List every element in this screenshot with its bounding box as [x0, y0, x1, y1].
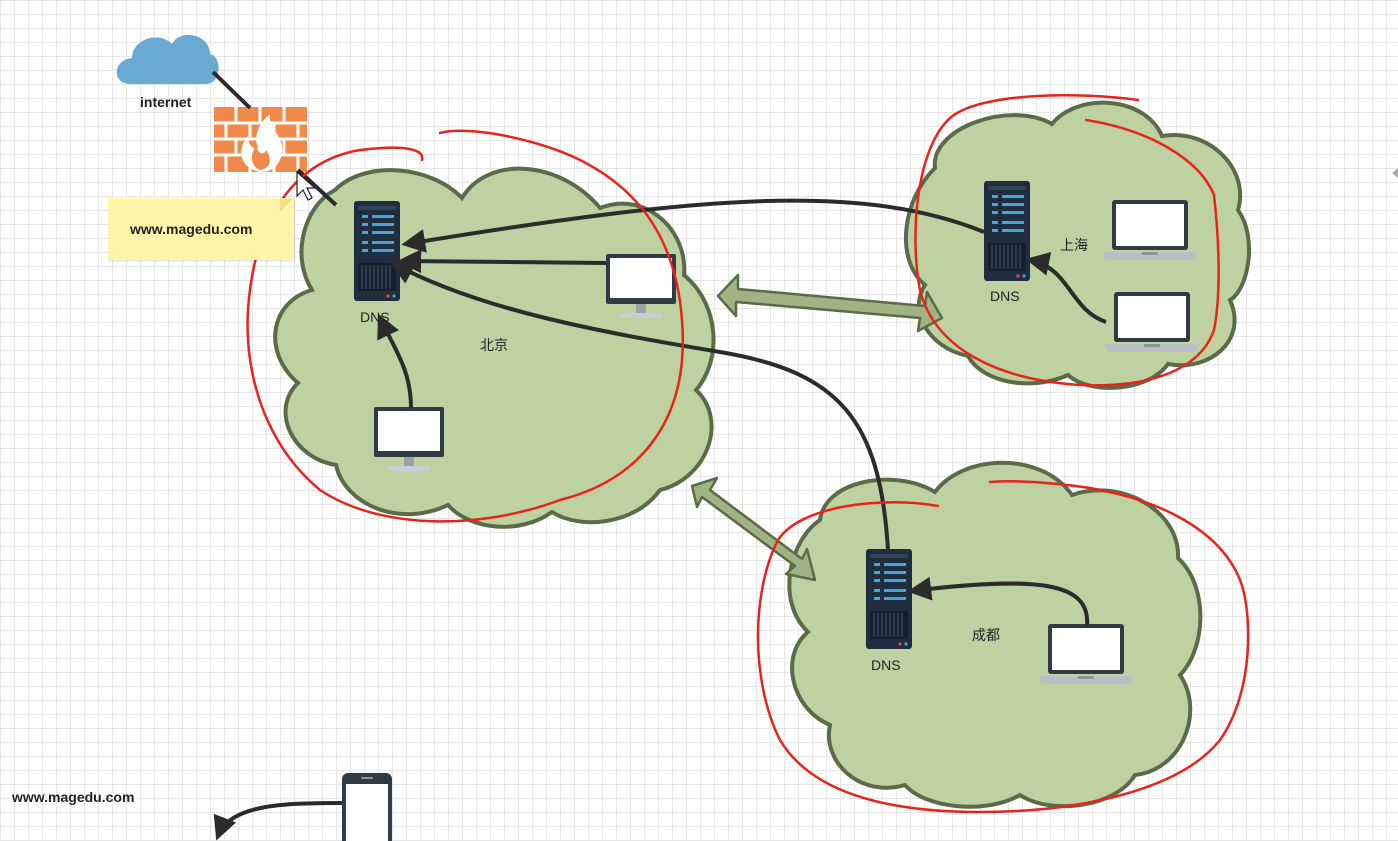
beijing-label: 北京: [480, 337, 508, 353]
sticky-note-text: www.magedu.com: [130, 221, 253, 237]
chengdu-dns-server-icon: [866, 549, 912, 649]
mouse-cursor-icon: [296, 170, 317, 201]
monitor-to-beijing-dns-arrow: [397, 249, 607, 274]
beijing-dns-server-icon: [354, 201, 400, 301]
bottom-monitor-to-beijing-dns-arrow: [377, 313, 413, 409]
chengdu-laptop-to-dns-arrow: [907, 576, 1090, 627]
internet-firewall-connector: [211, 70, 252, 110]
beijing-chengdu-link-arrow: [690, 476, 817, 582]
firewall-icon: [214, 107, 307, 172]
internet-label: internet: [140, 94, 192, 110]
scroll-edge-indicator[interactable]: [1392, 168, 1398, 178]
shanghai-laptop-to-dns-arrow: [1025, 252, 1107, 324]
internet-cloud-icon: [116, 34, 219, 84]
chengdu-label: 成都: [972, 627, 1000, 643]
sticky-note[interactable]: www.magedu.com: [108, 198, 294, 260]
shanghai-dns-server-icon: [984, 181, 1030, 281]
shanghai-to-beijing-dns-arrow: [401, 198, 985, 253]
chengdu-dns-label: DNS: [871, 657, 901, 673]
bottom-domain-label: www.magedu.com: [12, 789, 135, 805]
shanghai-dns-label: DNS: [990, 288, 1020, 304]
beijing-shanghai-link-arrow: [716, 273, 944, 333]
chengdu-network-cloud: [787, 460, 1203, 809]
phone-icon: [342, 773, 392, 841]
beijing-dns-label: DNS: [360, 309, 390, 325]
beijing-annotation-loop: [246, 129, 685, 523]
chengdu-annotation-loop: [756, 480, 1250, 814]
shanghai-label: 上海: [1060, 237, 1088, 253]
phone-connector-arrow: [213, 801, 343, 841]
note-fold: [280, 198, 294, 212]
chengdu-to-beijing-dns-arrow: [389, 261, 890, 551]
shanghai-annotation-loop: [914, 94, 1220, 387]
